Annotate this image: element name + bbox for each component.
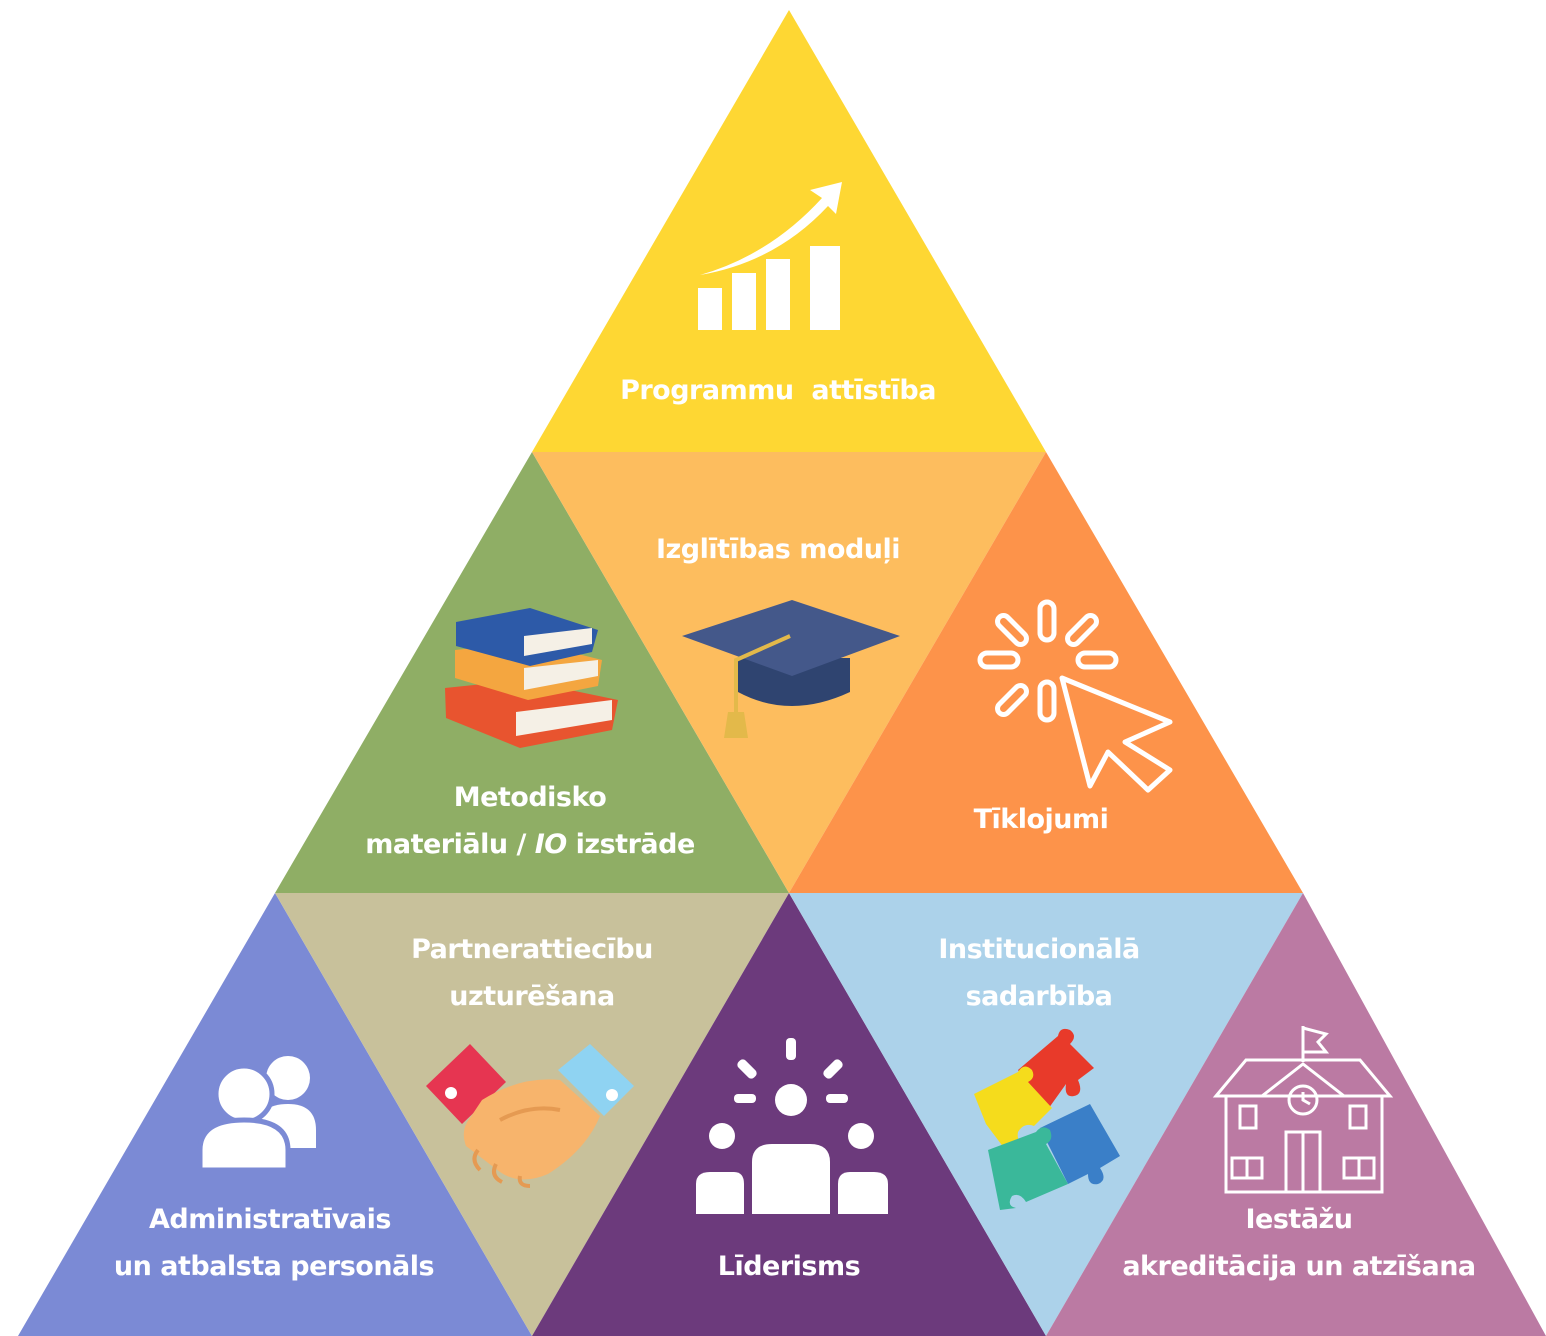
label-bottom-5-line2: akreditācija un atzīšana bbox=[1122, 1251, 1475, 1282]
label-mid-left-line1: Metodisko bbox=[454, 782, 607, 813]
label-bottom-2-line2: uzturēšana bbox=[449, 981, 614, 1012]
label-bottom-2-line1: Partnerattiecību bbox=[411, 934, 653, 965]
label-top: Programmu attīstība bbox=[620, 375, 936, 406]
label-mid-right: Tīklojumi bbox=[974, 804, 1109, 835]
label-mid-left-line2: materiālu / IO izstrāde bbox=[365, 829, 695, 860]
school-building-icon bbox=[1212, 1026, 1394, 1194]
graduation-cap-icon bbox=[682, 600, 900, 738]
click-cursor-icon bbox=[977, 599, 1173, 793]
segment-mid-right bbox=[789, 452, 1303, 893]
people-icon bbox=[197, 1056, 316, 1173]
label-bottom-4-line2: sadarbība bbox=[966, 981, 1113, 1012]
books-icon bbox=[445, 608, 618, 748]
growth-chart-icon bbox=[698, 182, 842, 330]
label-bottom-3: Līderisms bbox=[718, 1251, 860, 1282]
handshake-icon bbox=[426, 1044, 634, 1188]
segment-bottom-5 bbox=[1046, 893, 1546, 1336]
label-mid-center: Izglītības moduļi bbox=[656, 534, 900, 565]
label-bottom-1-line2: un atbalsta personāls bbox=[114, 1251, 434, 1282]
label-bottom-5-line1: Iestāžu bbox=[1246, 1204, 1353, 1235]
leadership-icon bbox=[696, 1038, 888, 1214]
label-bottom-4-line1: Institucionālā bbox=[938, 934, 1139, 965]
puzzle-icon bbox=[974, 1028, 1120, 1210]
label-bottom-1-line1: Administratīvais bbox=[149, 1204, 391, 1235]
segment-bottom-4 bbox=[789, 893, 1303, 1336]
